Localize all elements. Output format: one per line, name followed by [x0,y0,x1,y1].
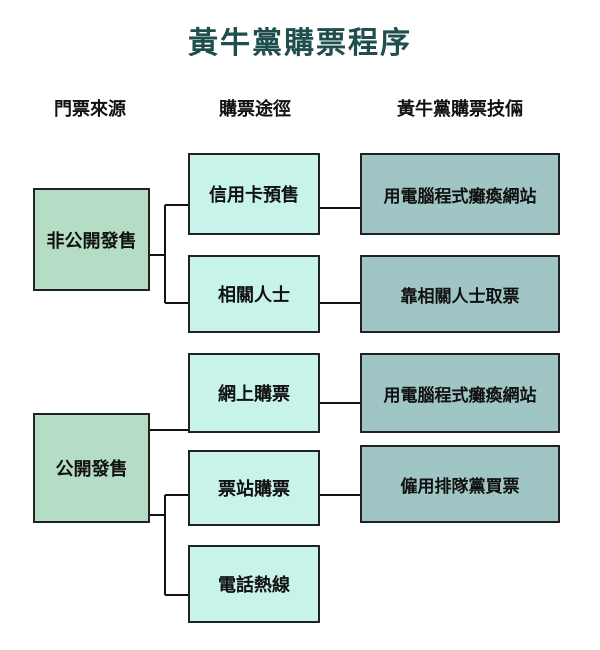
node-public-sale: 公開發售 [33,413,150,523]
node-related-persons: 相關人士 [188,255,320,333]
header-scalper-tactics: 黃牛黨購票技倆 [397,99,523,120]
node-tactic-bot-crash-site-2: 用電腦程式癱瘓網站 [360,353,560,433]
node-phone-hotline: 電話熱線 [188,545,320,623]
node-credit-card-presale: 信用卡預售 [188,153,320,235]
node-non-public-sale: 非公開發售 [33,188,150,291]
header-purchase-route: 購票途徑 [219,99,291,120]
header-ticket-source: 門票來源 [54,99,126,120]
node-tactic-bot-crash-site-1: 用電腦程式癱瘓網站 [360,153,560,235]
node-station-purchase: 票站購票 [188,450,320,526]
node-tactic-hired-queuers: 僱用排隊黨買票 [360,445,560,523]
diagram-title: 黃牛黨購票程序 [188,26,412,61]
node-online-purchase: 網上購票 [188,353,320,433]
node-tactic-insider-tickets: 靠相關人士取票 [360,255,560,333]
